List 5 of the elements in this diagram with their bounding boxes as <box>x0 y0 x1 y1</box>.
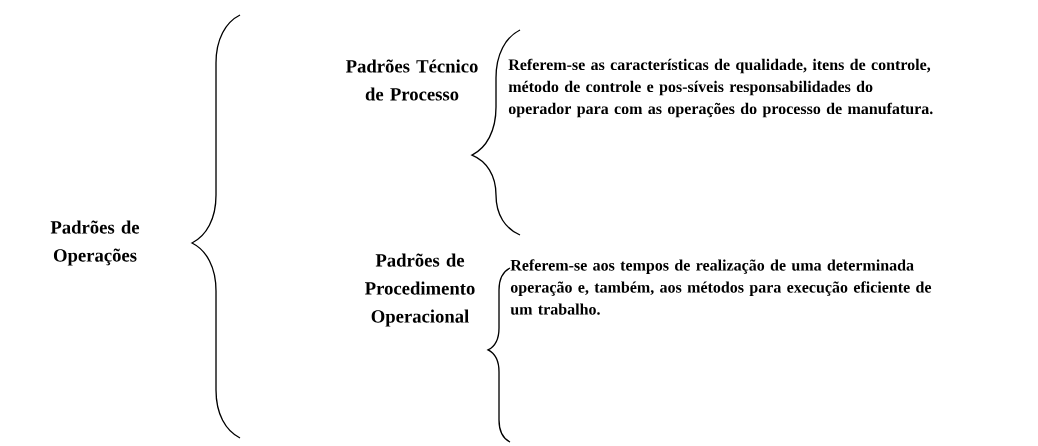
text-label: Padrões de Procedimento Operacional <box>365 253 475 327</box>
text-label: Padrões Técnico de Processo <box>345 59 478 101</box>
text-label: Referem-se as características de qualidade, itens de controle, método de controle e pos-síveis responsabilidades do operador para com as operações do processo de manufatura. <box>508 58 933 118</box>
text-label: Padrões de Operações <box>50 220 140 266</box>
text-label: Referem-se aos tempos de realização de uma determinada operação e, também, aos métodos para execução eficiente de um trabalho. <box>510 259 932 315</box>
